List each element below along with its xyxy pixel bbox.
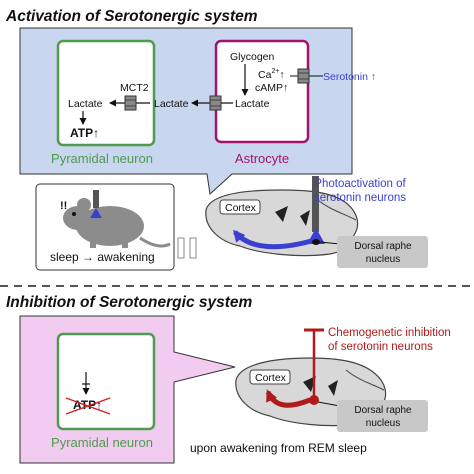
atp-cross-2 (65, 397, 111, 415)
raphe-tag-bottom (337, 400, 428, 432)
raphe-tag-top (337, 236, 428, 268)
neuron-lactate-label: Lactate (68, 98, 103, 110)
inhibited-projection-arrow (265, 389, 311, 408)
top-section-title: Activation of Serotonergic system (5, 8, 258, 25)
astrocyte-box (214, 39, 310, 144)
atp-up-label: ATP↑ (70, 126, 99, 140)
glycogen-label: Glycogen (230, 51, 275, 63)
raphe-label-bottom-2: nucleus (366, 418, 400, 429)
raphe-pointer-top (319, 241, 341, 245)
astrocyte-label: Astrocyte (235, 151, 289, 166)
pyramidal-neuron-box-bottom (56, 332, 156, 431)
sleep-caption: sleep → awakening (50, 250, 155, 264)
chemo-label-1: Chemogenetic inhibition (328, 327, 451, 339)
mct2-transporter (124, 95, 137, 111)
pyramidal-neuron-label: Pyramidal neuron (51, 151, 153, 166)
astrocyte-lactate-label: Lactate (235, 98, 270, 110)
light-cone-brain (307, 228, 325, 244)
calcium-label: Ca2+↑ (258, 68, 285, 81)
mouse-exclamation: !! (60, 200, 67, 212)
bottom-section-title: Inhibition of Serotonergic system (6, 294, 253, 311)
camp-label: cAMP↑ (255, 82, 288, 94)
cortex-tag-bottom (249, 369, 291, 385)
cortex-label-bottom: Cortex (255, 372, 287, 384)
raphe-label-bottom-1: Dorsal raphe (354, 405, 412, 416)
serotonin-receptor (297, 68, 310, 84)
raphe-pointer-bottom (317, 401, 341, 407)
optic-fiber-brain (312, 176, 319, 232)
pyramidal-neuron-label-bottom: Pyramidal neuron (51, 435, 153, 450)
cortex-tag-top (219, 199, 261, 215)
astrocyte-transporter (209, 95, 222, 111)
raphe-dot-bottom (309, 395, 319, 405)
serotonin-projection-arrow (233, 229, 316, 250)
small-bar-1 (177, 237, 185, 259)
optic-fiber-mouse (93, 190, 99, 208)
chemo-label-2: of serotonin neurons (328, 341, 433, 353)
raphe-dot-top (312, 239, 320, 245)
photo-label-1: Photoactivation of (314, 178, 406, 190)
mct2-label: MCT2 (120, 82, 149, 94)
raphe-label-top-2: nucleus (366, 254, 400, 265)
small-bar-2 (189, 237, 197, 259)
extracellular-lactate-label: Lactate (154, 98, 189, 110)
awakening-caption: upon awakening from REM sleep (190, 441, 367, 455)
serotonin-label: Serotonin ↑ (323, 71, 376, 83)
raphe-label-top-1: Dorsal raphe (354, 241, 412, 252)
photo-label-2: serotonin neurons (314, 192, 406, 204)
cortex-label-top: Cortex (225, 202, 257, 214)
light-cone-mouse (90, 208, 102, 218)
